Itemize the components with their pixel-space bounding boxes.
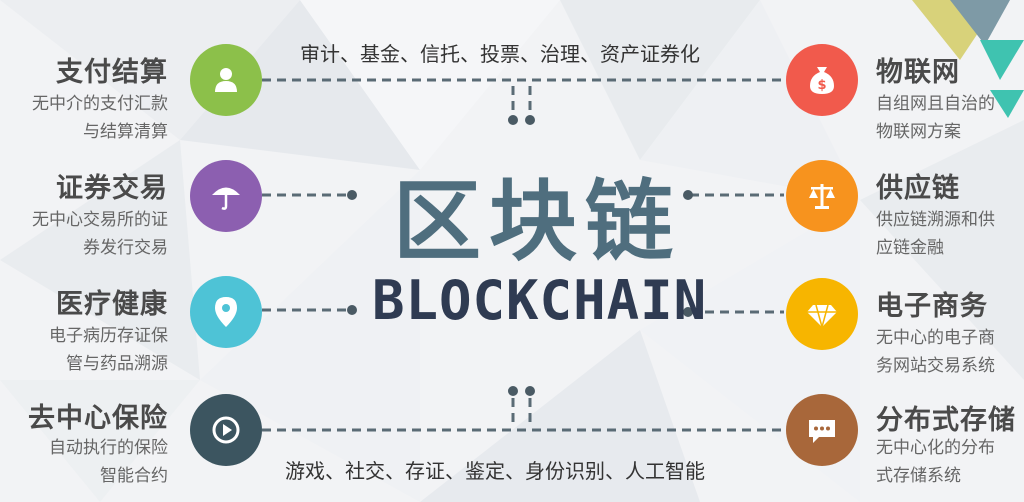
- play-icon: [190, 394, 262, 466]
- location-pin-icon: [190, 276, 262, 348]
- node-desc: 无中介的支付汇款 与结算清算: [32, 94, 168, 142]
- node-title: 电子商务: [876, 291, 988, 322]
- node-desc: 自动执行的保险 智能合约: [49, 438, 168, 486]
- node-desc: 电子病历存证保 管与药品溯源: [49, 326, 168, 374]
- node-title: 证券交易: [56, 173, 168, 204]
- node-title: 物联网: [876, 57, 960, 88]
- center-title-cn: 区块链: [392, 170, 681, 273]
- node-title: 供应链: [876, 173, 960, 204]
- top-application-label: 审计、基金、信托、投票、治理、资产证券化: [300, 42, 700, 66]
- node-title: 去中心保险: [28, 403, 168, 434]
- node-title: 分布式存储: [876, 405, 1016, 436]
- node-title: 医疗健康: [56, 289, 168, 320]
- node-desc: 无中心的电子商 务网站交易系统: [876, 328, 995, 376]
- user-icon: [190, 44, 262, 116]
- node-desc: 供应链溯源和供 应链金融: [876, 210, 995, 258]
- chat-icon: [786, 394, 858, 466]
- node-desc: 无中心交易所的证 券发行交易: [32, 210, 168, 258]
- diamond-icon: [786, 278, 858, 350]
- money-bag-icon: $: [786, 44, 858, 116]
- scale-icon: [786, 160, 858, 232]
- center-title-en: BLOCKCHAIN: [372, 269, 708, 332]
- umbrella-icon: [190, 160, 262, 232]
- node-desc: 自组网且自治的 物联网方案: [876, 94, 995, 142]
- node-desc: 无中心化的分布 式存储系统: [876, 438, 995, 486]
- bottom-application-label: 游戏、社交、存证、鉴定、身份识别、人工智能: [285, 459, 705, 483]
- svg-text:$: $: [817, 78, 826, 93]
- node-title: 支付结算: [56, 57, 168, 88]
